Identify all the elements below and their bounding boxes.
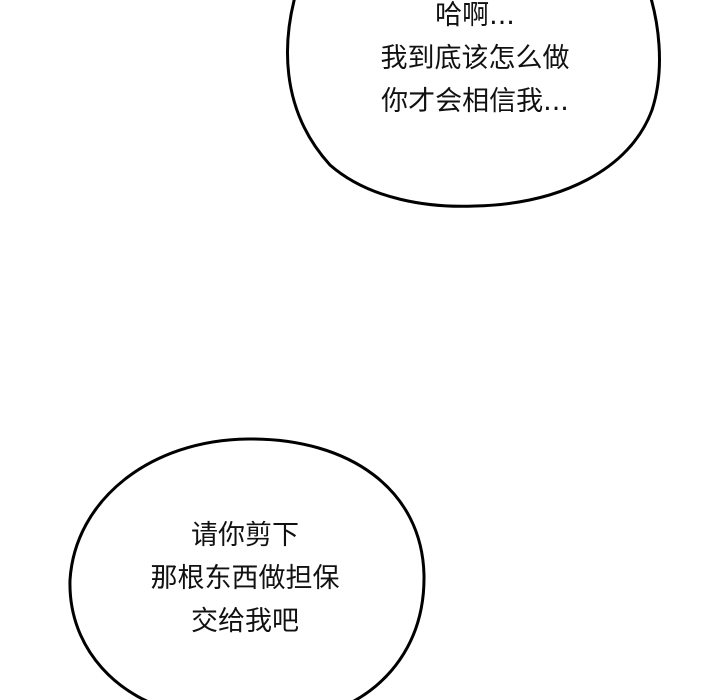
speech-bubble-bottom: [68, 437, 426, 700]
dialogue-line: 那根东西做担保: [150, 563, 340, 594]
dialogue-line: 交给我吧: [191, 606, 299, 637]
bubble-text-bottom: 请你剪下 那根东西做担保 交给我吧: [151, 514, 340, 643]
dialogue-line: 我到底该怎么做: [380, 43, 570, 74]
speech-bubble-top: [286, 0, 661, 208]
dialogue-line: 你才会相信我...: [381, 86, 569, 117]
bubble-text-top: 哈啊... 我到底该怎么做 你才会相信我...: [381, 0, 570, 123]
dialogue-line: 请你剪下: [191, 520, 299, 551]
dialogue-line: 哈啊...: [435, 0, 515, 31]
